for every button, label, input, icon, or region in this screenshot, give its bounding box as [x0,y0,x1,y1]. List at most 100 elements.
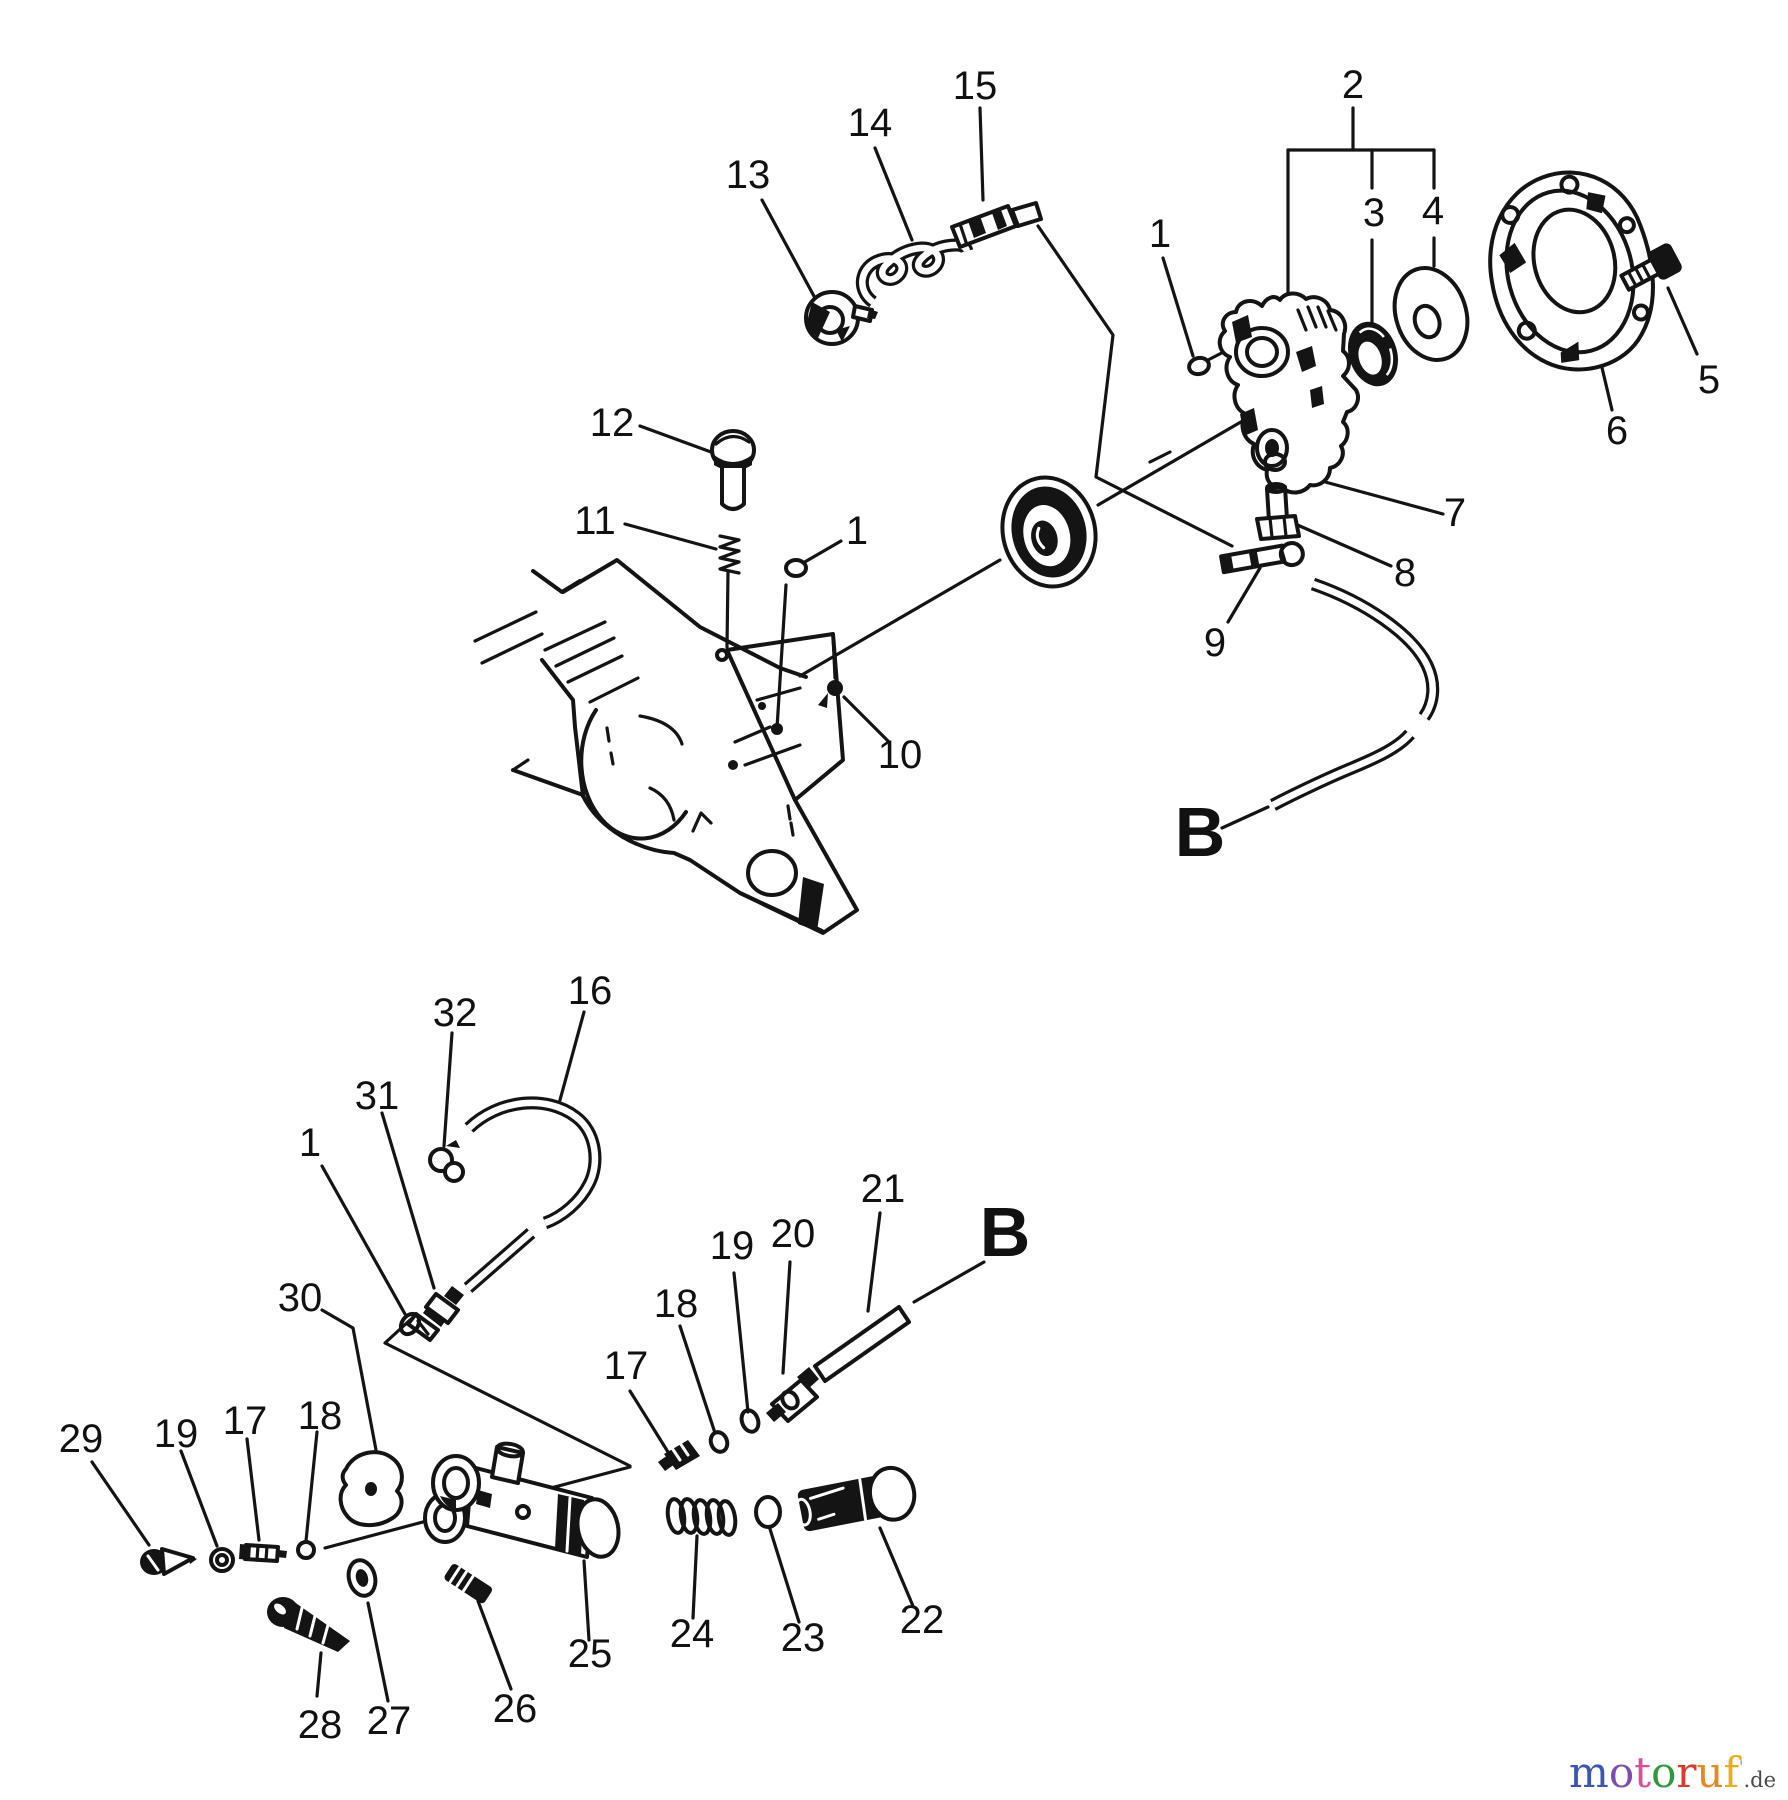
part-label-8: 8 [1394,551,1416,595]
crankcase [473,558,859,935]
part-14-fuel-line-spiral [855,238,974,308]
part-18-oring-left [296,1540,316,1560]
part-1-oring-mid [784,558,808,578]
section-marker-b: B [1175,793,1226,871]
part-label-14: 14 [848,101,893,145]
part-label-16: 16 [568,969,613,1013]
part-27-washer [346,1558,378,1598]
part-label-32: 32 [433,991,478,1035]
leader-line [1036,224,1234,548]
part-label-24: 24 [670,1612,715,1656]
part-17-plug-left [239,1543,287,1563]
part-label-31: 31 [355,1074,400,1118]
oil-hose-b [1269,577,1440,811]
leader-line [1291,521,1393,568]
part-26-bolt [444,1564,493,1604]
part-20-fitting [766,1367,819,1423]
part-11-spring [718,534,741,575]
part-7-oring [1263,451,1287,472]
leader-line [842,695,890,743]
leader-line [775,583,788,730]
part-label-11: 11 [574,499,616,543]
part-24-spring [665,1497,738,1537]
part-label-22: 22 [900,1598,945,1642]
part-10-screw [818,680,843,708]
part-label-17: 17 [604,1344,649,1388]
part-19-ring-left [209,1547,235,1573]
watermark-tick: ' [1739,1757,1744,1776]
part-29-plug [140,1547,197,1576]
part-19-oring-right [739,1408,761,1434]
part-31-fitting [406,1286,464,1342]
leader-line [866,1211,882,1313]
part-label-25: 25 [568,1632,613,1676]
part-18-oring-right [708,1430,730,1454]
watermark-letter: f [1723,1748,1740,1797]
leader-line [678,1324,717,1435]
leader-line [582,1559,591,1642]
part-21-tube [813,1305,911,1383]
part-3-bearing [1348,321,1398,387]
part-12-plunger [710,429,756,511]
leader-line [304,1430,319,1543]
part-label-7: 7 [1444,491,1466,535]
leader-line [90,1460,151,1547]
watermark-suffix: .de [1743,1768,1776,1792]
part-label-21: 21 [861,1167,906,1211]
leader-line [628,1389,670,1454]
watermark-letter: o [1608,1748,1635,1797]
watermark-letter: t [1634,1748,1652,1797]
leader-line [801,539,843,565]
leader-line [768,1527,801,1624]
part-label-20: 20 [771,1212,816,1256]
part-8-elbow-fitting [1255,482,1301,541]
leader-line [798,558,1002,678]
part-label-5: 5 [1698,358,1720,402]
part-label-28: 28 [298,1703,343,1747]
leader-lines [90,106,1699,1703]
part-label-18: 18 [654,1282,699,1326]
part-label-1: 1 [299,1121,321,1165]
leader-line [320,1164,407,1316]
part-label-1: 1 [1149,212,1171,256]
part-label-29: 29 [59,1417,104,1461]
part-32-clamp [428,1140,465,1183]
leader-line [380,1111,436,1290]
leader-line [1096,410,1260,507]
part-22-valve [794,1465,917,1532]
leader-line [623,522,718,551]
leader-line [366,1601,390,1703]
part-label-4: 4 [1422,189,1444,233]
leader-line [781,1260,792,1375]
watermark-letter: o [1651,1748,1677,1797]
part-1-oring-top [1187,355,1211,377]
leader-line [725,570,730,649]
part-28-screw [267,1597,350,1652]
leader-line [1226,566,1262,624]
section-marker-b: B [980,1193,1031,1271]
leader-line [1148,450,1172,464]
part-label-15: 15 [953,64,998,108]
leader-line [878,1526,915,1608]
part-label-2: 2 [1342,63,1364,107]
part-label-3: 3 [1363,191,1385,235]
leader-line [1161,256,1195,358]
leader-line [315,1651,323,1698]
part-label-19: 19 [710,1224,755,1268]
leader-line [179,1449,219,1548]
section-b-markers: BB [980,793,1226,1271]
leader-line [1220,805,1270,830]
leader-line [1666,286,1699,356]
leader-line [732,1271,750,1414]
part-label-27: 27 [367,1699,412,1743]
part-17-plug-right [658,1440,700,1471]
part-label-1: 1 [846,509,868,553]
watermark-letter: r [1676,1748,1697,1797]
part-label-19: 19 [154,1412,199,1456]
part-label-17: 17 [223,1399,268,1443]
part-label-23: 23 [781,1616,826,1660]
part-6-cover-plate [1488,170,1655,372]
